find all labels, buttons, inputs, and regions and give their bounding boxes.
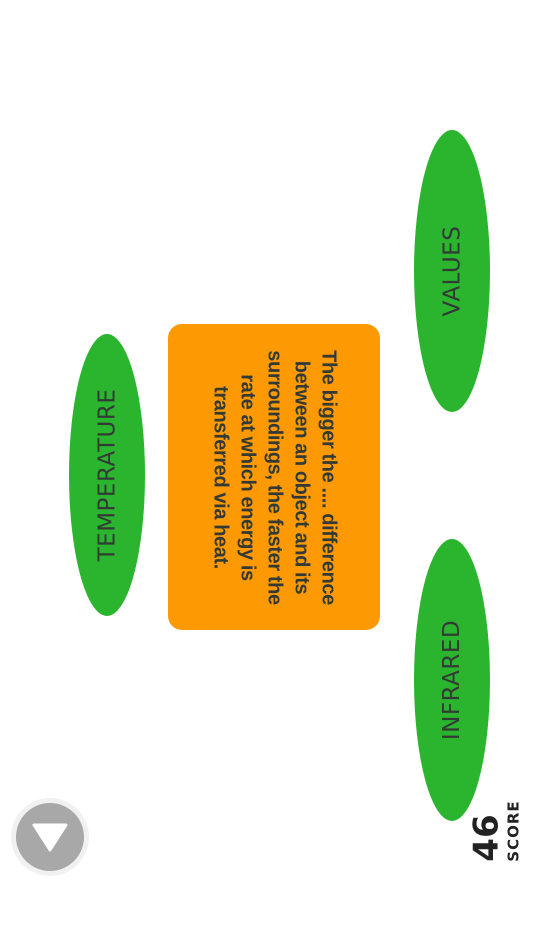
score-label: SCORE <box>505 800 523 862</box>
score-value: 46 <box>467 814 507 862</box>
answer-label: VALUES <box>439 225 466 317</box>
answer-bubble-temperature[interactable]: TEMPERATURE <box>69 334 145 616</box>
score-inner: 46 SCORE <box>467 800 523 862</box>
answer-bubble-infrared[interactable]: INFRARED <box>414 539 490 821</box>
answer-label: TEMPERATURE <box>94 388 121 562</box>
question-text: The bigger the .... difference between a… <box>209 349 340 605</box>
question-card: The bigger the .... difference between a… <box>168 324 380 630</box>
triangle-down-icon <box>32 823 68 852</box>
score-display: 46 SCORE <box>458 790 534 872</box>
answer-bubble-values[interactable]: VALUES <box>414 130 490 412</box>
menu-button[interactable] <box>16 803 84 871</box>
answer-label: INFRARED <box>439 619 466 741</box>
